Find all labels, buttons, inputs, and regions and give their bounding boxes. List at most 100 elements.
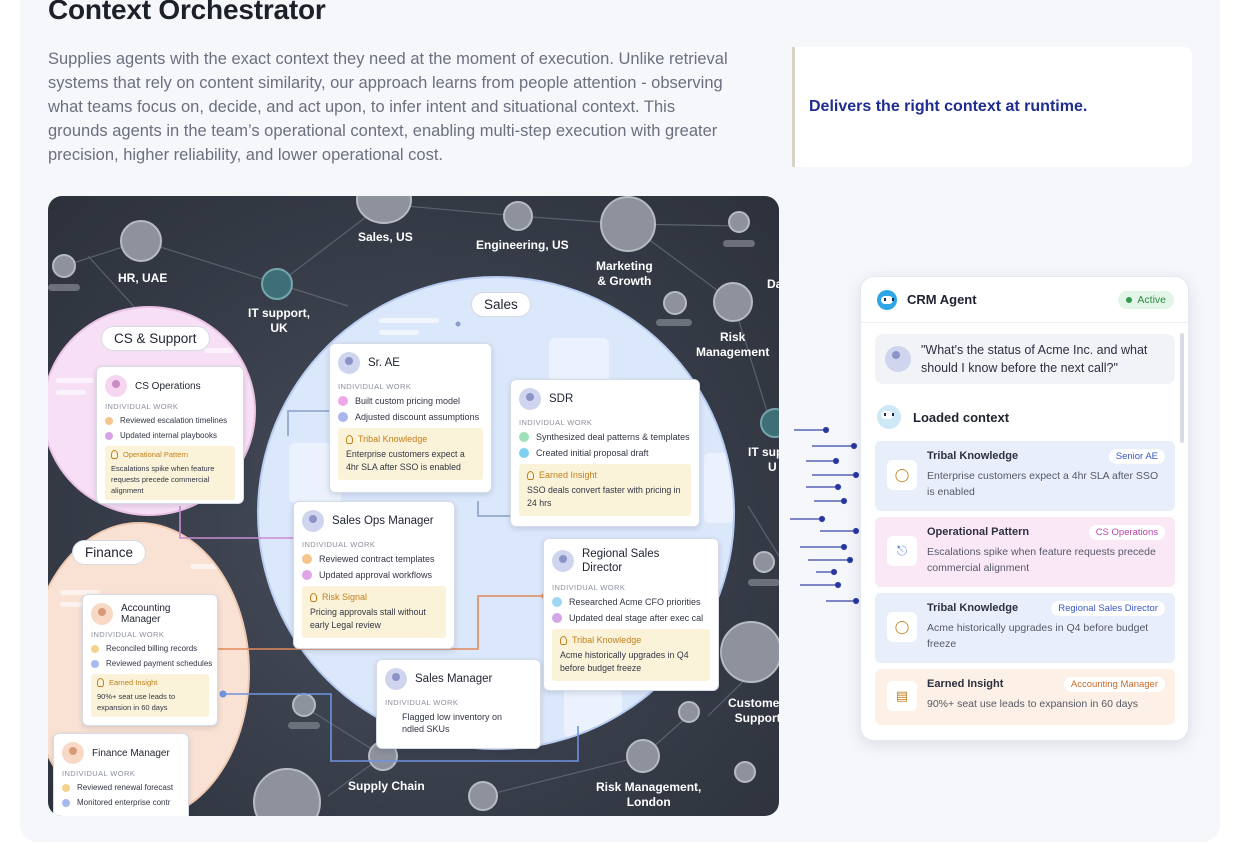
- avatar: [62, 742, 84, 764]
- card-subtitle: INDIVIDUAL WORK: [62, 769, 136, 778]
- card-sales-manager[interactable]: Sales Manager INDIVIDUAL WORK Flagged lo…: [376, 659, 541, 749]
- label-da: Da: [767, 277, 779, 291]
- card-subtitle: INDIVIDUAL WORK: [338, 382, 412, 391]
- node-small-5: [678, 701, 700, 723]
- card-subtitle: INDIVIDUAL WORK: [105, 402, 179, 411]
- card-subtitle: INDIVIDUAL WORK: [519, 418, 593, 427]
- node-it-us[interactable]: [760, 408, 779, 438]
- card-regional-sales-director[interactable]: Regional Sales Director INDIVIDUAL WORK …: [543, 538, 719, 691]
- node-risk-london[interactable]: [626, 739, 660, 773]
- label-sales-us: Sales, US: [358, 230, 413, 244]
- card-sdr[interactable]: SDR INDIVIDUAL WORK Synthesized deal pat…: [510, 379, 700, 527]
- user-query: "What's the status of Acme Inc. and what…: [875, 334, 1175, 384]
- lightbulb-icon: [111, 450, 118, 459]
- callout-text: Delivers the right context at runtime.: [809, 98, 1088, 115]
- avatar: [338, 352, 360, 374]
- insight-risk: Risk Signal Pricing approvals stall with…: [302, 586, 446, 638]
- node-small-6: [734, 761, 756, 783]
- card-title: Sales Manager: [415, 673, 493, 685]
- query-text: "What's the status of Acme Inc. and what…: [921, 343, 1148, 375]
- card-item: Reconciled billing records: [106, 644, 198, 653]
- scrollbar[interactable]: [1180, 333, 1184, 443]
- avatar: [552, 550, 574, 572]
- card-icon: ▤: [887, 681, 917, 711]
- card-accounting-manager[interactable]: Accounting Manager INDIVIDUAL WORK Recon…: [82, 594, 218, 726]
- page-title: Context Orchestrator: [48, 0, 326, 25]
- card-item: Updated internal playbooks: [120, 431, 217, 440]
- headset-icon: ⎋: [887, 536, 917, 566]
- context-item[interactable]: ⎋ Operational Pattern Escalations spike …: [875, 517, 1175, 587]
- pill: [288, 722, 320, 729]
- node-it-uk[interactable]: [261, 268, 293, 300]
- pill: [48, 284, 80, 291]
- card-item: Updated deal stage after exec cal: [569, 613, 704, 623]
- card-cs-operations[interactable]: CS Operations INDIVIDUAL WORK Reviewed e…: [96, 366, 244, 504]
- pill: [656, 319, 692, 326]
- card-item: Reviewed escalation timelines: [120, 416, 228, 425]
- pill: [748, 579, 779, 586]
- label-engineering-us: Engineering, US: [476, 238, 569, 252]
- lightbulb-icon: ◯: [887, 460, 917, 490]
- node-small: [52, 254, 76, 278]
- node-customer-support[interactable]: [720, 621, 779, 683]
- card-title: CS Operations: [135, 380, 201, 392]
- card-subtitle: INDIVIDUAL WORK: [552, 583, 626, 592]
- pill: [723, 240, 755, 247]
- context-item[interactable]: ◯ Tribal Knowledge Enterprise customers …: [875, 441, 1175, 511]
- card-subtitle: INDIVIDUAL WORK: [91, 630, 165, 639]
- status-badge: Active: [1118, 290, 1174, 309]
- card-item: Reviewed payment schedules: [106, 659, 213, 668]
- context-item[interactable]: ◯ Tribal Knowledge Acme historically upg…: [875, 593, 1175, 663]
- crm-agent-panel: CRM Agent Active "What's the status of A…: [860, 276, 1189, 741]
- group-label-cs: CS & Support: [101, 326, 210, 351]
- avatar: [519, 388, 541, 410]
- group-label-finance: Finance: [72, 540, 147, 565]
- node-marketing[interactable]: [600, 196, 656, 252]
- avatar: [105, 375, 127, 397]
- card-title: Sr. AE: [368, 357, 400, 369]
- card-sales-ops-manager[interactable]: Sales Ops Manager INDIVIDUAL WORK Review…: [293, 501, 455, 649]
- context-tag: Regional Sales Director: [1051, 601, 1165, 616]
- context-tag: Accounting Manager: [1063, 677, 1165, 692]
- card-finance-manager[interactable]: Finance Manager INDIVIDUAL WORK Reviewed…: [53, 733, 189, 816]
- loaded-context-header: Loaded context: [877, 405, 1009, 429]
- lightbulb-icon: [527, 470, 534, 480]
- label-marketing: Marketing& Growth: [596, 259, 653, 288]
- lightbulb-icon: ◯: [887, 612, 917, 642]
- label-supply-chain: Supply Chain: [348, 779, 425, 793]
- node-small-7: [292, 693, 316, 717]
- context-tag: CS Operations: [1088, 525, 1165, 540]
- card-sr-ae[interactable]: Sr. AE INDIVIDUAL WORK Built custom pric…: [329, 343, 492, 493]
- label-it-us: IT sup U: [748, 445, 779, 474]
- insight-tribal: Tribal Knowledge Acme historically upgra…: [552, 629, 710, 681]
- lightbulb-icon: [97, 678, 104, 687]
- card-item: Reviewed renewal forecast: [77, 783, 174, 792]
- group-label-sales: Sales: [471, 292, 531, 317]
- status-dot-icon: [1126, 296, 1133, 303]
- card-item: Flagged low inventory on: [402, 712, 503, 722]
- agent-name: CRM Agent: [907, 292, 977, 307]
- card-title: Sales Ops Manager: [332, 515, 434, 527]
- node-risk-management[interactable]: [713, 282, 753, 322]
- lightbulb-icon: [560, 635, 567, 645]
- node-small-3: [663, 291, 687, 315]
- card-item: ndled SKUs: [402, 724, 450, 734]
- card-item: Updated approval workflows: [319, 570, 433, 580]
- robot-icon: [877, 289, 897, 310]
- card-item: Synthesized deal patterns & templates: [536, 432, 690, 442]
- node-hr-uae[interactable]: [120, 220, 162, 262]
- page-description: Supplies agents with the exact context t…: [48, 50, 728, 164]
- user-avatar: [885, 346, 911, 372]
- insight-tribal: Tribal Knowledge Enterprise customers ex…: [338, 428, 483, 480]
- lightbulb-icon: [310, 592, 317, 602]
- card-title: Regional Sales Director: [582, 548, 660, 574]
- context-item[interactable]: ▤ Earned Insight 90%+ seat use leads to …: [875, 669, 1175, 725]
- label-hr-uae: HR, UAE: [118, 271, 168, 285]
- node-engineering-us[interactable]: [503, 201, 533, 231]
- card-title: Finance Manager: [92, 747, 170, 759]
- label-customer-support: Custome Support: [728, 696, 779, 725]
- node-small-8: [468, 781, 498, 811]
- robot-icon: [877, 405, 901, 429]
- avatar: [385, 668, 407, 690]
